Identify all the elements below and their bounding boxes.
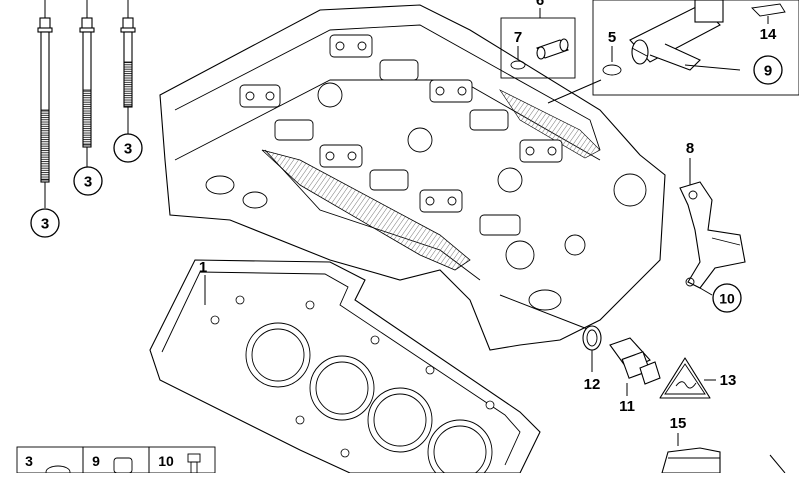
- parts-group-9-box: [592, 0, 799, 96]
- screw-head-icon: [187, 453, 201, 463]
- strip-item-9: 9: [92, 453, 100, 469]
- strip-item-10: 10: [158, 453, 174, 469]
- callout-3c: 3: [124, 141, 132, 158]
- washer-icon: [45, 465, 71, 478]
- bracket[interactable]: [679, 181, 746, 289]
- temperature-sensor[interactable]: [609, 337, 661, 385]
- callout-15: 15: [670, 415, 687, 432]
- callout-9-bubble: [753, 55, 783, 85]
- callout-12: 12: [584, 376, 601, 393]
- o-ring-5[interactable]: [602, 64, 622, 76]
- callout-10: 10: [719, 291, 735, 307]
- callout-13: 13: [720, 372, 737, 389]
- nut-icon: [113, 457, 133, 474]
- callout-3b: 3: [84, 174, 92, 191]
- callout-11: 11: [619, 398, 635, 415]
- o-ring-7[interactable]: [510, 60, 526, 70]
- callout-3-bubble: [30, 208, 60, 238]
- bolt-short[interactable]: [120, 0, 136, 134]
- sealing-ring-14[interactable]: [751, 3, 786, 17]
- callout-3a: 3: [41, 216, 49, 233]
- callout-10-bubble: [712, 283, 742, 313]
- oil-spray-nozzle[interactable]: [536, 38, 569, 60]
- strip-item-3: 3: [25, 453, 33, 469]
- callout-3-bubble: [113, 133, 143, 163]
- callout-7: 7: [514, 29, 522, 46]
- cover-cap-15[interactable]: [661, 447, 721, 474]
- callout-3-bubble: [73, 166, 103, 196]
- warning-label-triangle[interactable]: [659, 357, 711, 399]
- head-gasket[interactable]: [149, 259, 541, 478]
- callout-9: 9: [764, 63, 772, 80]
- callout-8: 8: [686, 140, 694, 157]
- parts-group-6-box: [500, 17, 576, 79]
- callout-14: 14: [760, 26, 777, 43]
- cylinder-head[interactable]: [159, 4, 666, 351]
- bolt-long[interactable]: [37, 0, 53, 208]
- callout-6: 6: [536, 0, 544, 9]
- callout-1: 1: [199, 259, 207, 276]
- bolt-medium[interactable]: [79, 0, 95, 168]
- callout-5: 5: [608, 29, 616, 46]
- parts-strip: 3 9 10: [16, 446, 216, 478]
- vanos-solenoid-valve[interactable]: [629, 0, 724, 71]
